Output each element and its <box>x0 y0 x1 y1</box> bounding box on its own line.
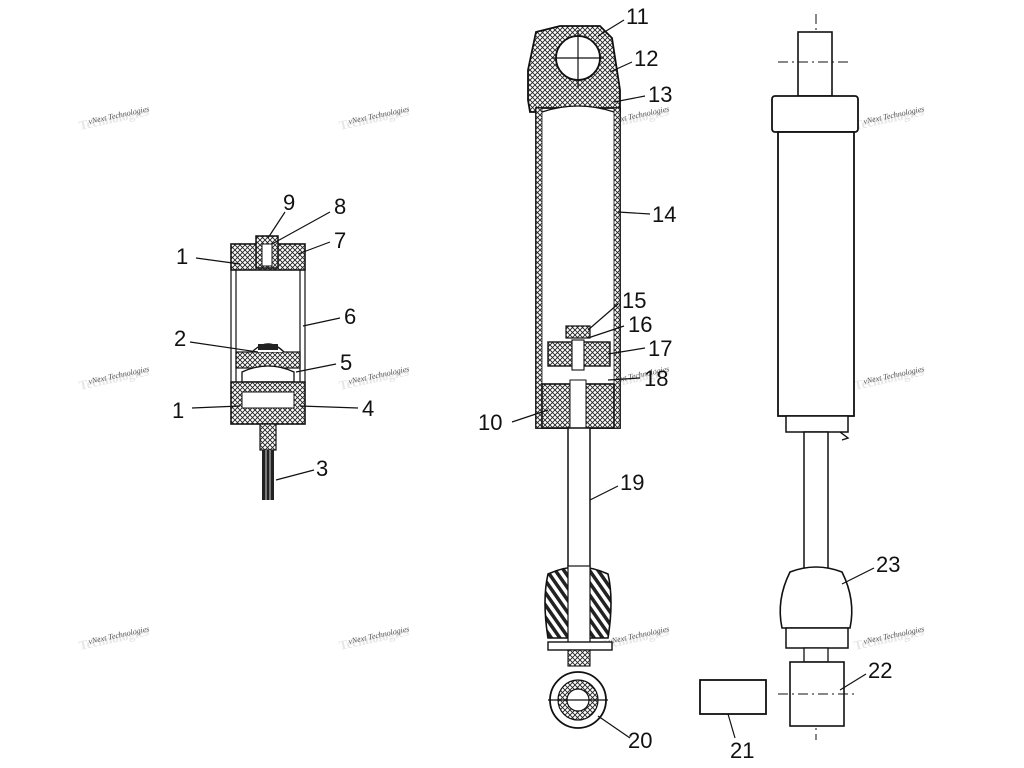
callout-1: 1 <box>176 244 188 269</box>
callout-19: 19 <box>620 470 644 495</box>
callout-21: 21 <box>730 738 754 763</box>
callout-4: 4 <box>362 396 374 421</box>
callout-1b: 1 <box>172 398 184 423</box>
callout-5: 5 <box>340 350 352 375</box>
callout-9: 9 <box>283 190 295 215</box>
callouts: 1 2 1 9 8 7 6 5 4 3 11 12 13 14 15 16 17… <box>172 4 900 763</box>
reservoir-drawing[interactable] <box>230 235 306 500</box>
leader-lines <box>189 19 875 739</box>
callout-11: 11 <box>626 4 649 29</box>
main-shock-section[interactable] <box>527 25 621 729</box>
callout-12: 12 <box>634 46 658 71</box>
callout-6: 6 <box>344 304 356 329</box>
callout-20: 20 <box>628 728 652 753</box>
callout-17: 17 <box>648 336 672 361</box>
callout-13: 13 <box>648 82 672 107</box>
callout-2: 2 <box>174 326 186 351</box>
callout-15: 15 <box>622 288 646 313</box>
callout-18: 18 <box>644 366 668 391</box>
callout-14: 14 <box>652 202 676 227</box>
callout-7: 7 <box>334 228 346 253</box>
callout-10: 10 <box>478 410 502 435</box>
callout-23: 23 <box>876 552 900 577</box>
callout-3: 3 <box>316 456 328 481</box>
assembled-shock-drawing[interactable] <box>771 14 859 740</box>
callout-16: 16 <box>628 312 652 337</box>
bushing-sleeve[interactable] <box>699 679 767 715</box>
callout-22: 22 <box>868 658 892 683</box>
callout-8: 8 <box>334 194 346 219</box>
